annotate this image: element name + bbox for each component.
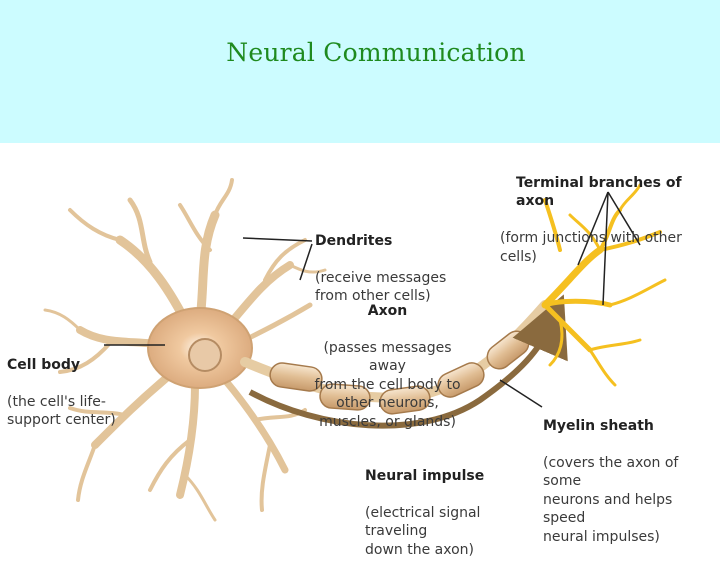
- slide: Neural Communication: [0, 0, 720, 558]
- label-terminal-desc: (form junctions with other cells): [500, 230, 682, 265]
- label-neural-impulse: Neural impulse (electrical signal travel…: [365, 448, 545, 578]
- slide-title: Neural Communication: [226, 38, 526, 67]
- neural-impulse-arrow: [248, 294, 568, 429]
- label-impulse-heading: Neural impulse: [365, 467, 485, 484]
- label-axon: Axon (passes messages away from the cell…: [305, 283, 470, 450]
- neuron-diagram: [43, 178, 667, 522]
- label-cell-body: Cell body (the cell's life- support cent…: [7, 337, 127, 448]
- label-axon-heading: Axon: [367, 302, 408, 319]
- leader-lines: [104, 191, 641, 408]
- nucleus: [188, 338, 222, 372]
- label-myelin-desc: (covers the axon of some neurons and hel…: [543, 454, 679, 545]
- label-cell-body-desc: (the cell's life- support center): [7, 393, 116, 429]
- label-dendrites-heading: Dendrites: [315, 232, 393, 249]
- label-cell-body-heading: Cell body: [7, 356, 81, 373]
- label-dendrites: Dendrites (receive messages from other c…: [315, 213, 465, 324]
- title-band: [0, 0, 720, 143]
- label-myelin-heading: Myelin sheath: [543, 417, 654, 434]
- label-axon-desc: (passes messages away from the cell body…: [314, 339, 461, 430]
- label-terminal-heading: Terminal branches of axon: [516, 174, 682, 210]
- label-impulse-desc: (electrical signal traveling down the ax…: [365, 504, 481, 558]
- label-terminal-branches: Terminal branches of axon (form junction…: [500, 155, 715, 285]
- label-dendrites-desc: (receive messages from other cells): [315, 269, 447, 305]
